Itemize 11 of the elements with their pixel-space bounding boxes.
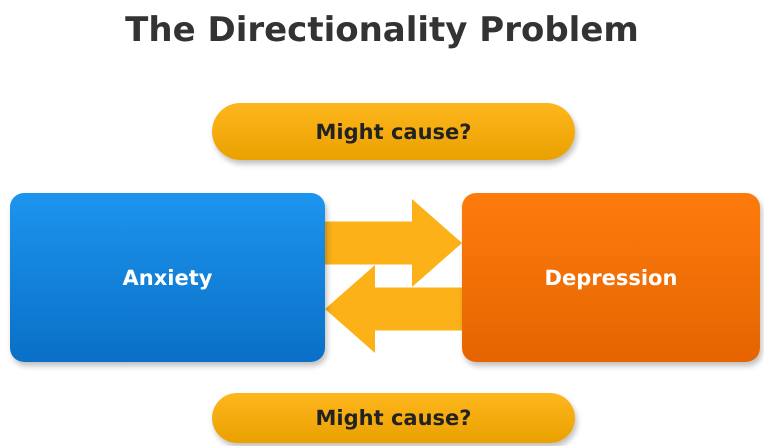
diagram-title: The Directionality Problem <box>124 10 640 50</box>
arrow <box>325 265 462 353</box>
pill-label <box>212 103 575 160</box>
node-label: Might cause? <box>316 406 472 430</box>
process-box <box>462 193 760 362</box>
node-label: Anxiety <box>122 266 212 290</box>
process-box <box>10 193 325 362</box>
pill-label <box>212 393 575 443</box>
node-label: Might cause? <box>316 120 472 144</box>
node-label: Depression <box>544 266 678 290</box>
arrow <box>325 199 462 287</box>
